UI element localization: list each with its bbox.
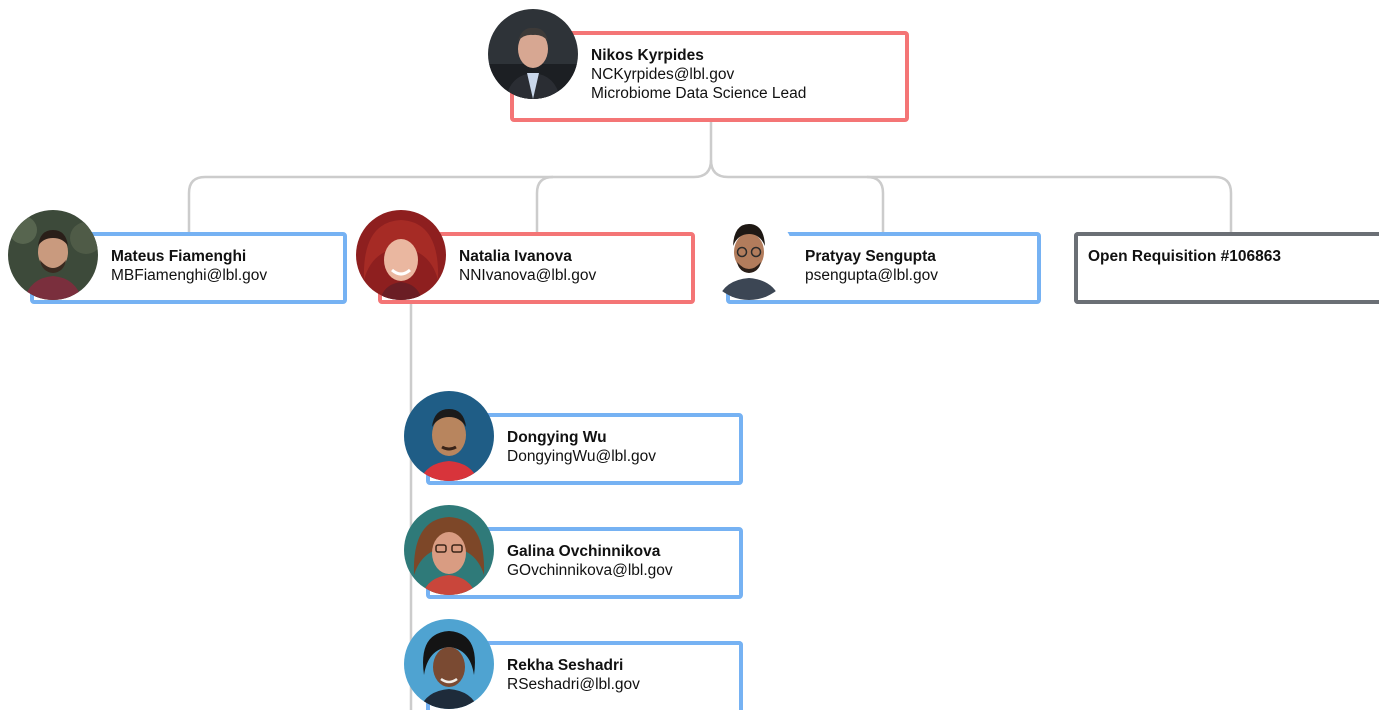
lead-avatar-icon [488,9,578,99]
dongying-avatar-icon [404,391,494,481]
mateus-avatar-icon [8,210,98,300]
lead-title: Microbiome Data Science Lead [591,85,807,102]
report-name: Rekha Seshadri [507,657,624,674]
connector-to-pratyay [866,175,885,234]
report-name: Natalia Ivanova [459,248,572,265]
open-requisition-label: Open Requisition #106863 [1088,248,1281,265]
lead-name: Nikos Kyrpides [591,47,704,64]
connector-to-natalia [535,175,554,234]
lead-email: NCKyrpides@lbl.gov [591,66,735,83]
connector-lead-right [709,159,1233,234]
connector-lead-trunk [187,120,713,234]
report-name: Galina Ovchinnikova [507,543,661,560]
report-email: NNIvanova@lbl.gov [459,267,597,284]
report-email: psengupta@lbl.gov [805,267,938,284]
report-name: Dongying Wu [507,429,607,446]
rekha-avatar-icon [404,619,494,709]
report-email: MBFiamenghi@lbl.gov [111,267,268,284]
pratyay-avatar-icon [704,210,794,300]
natalia-avatar-icon [356,210,446,300]
report-email: RSeshadri@lbl.gov [507,676,640,693]
open-requisition-card[interactable]: Open Requisition #106863 [1074,232,1379,304]
galina-avatar-icon [404,505,494,595]
report-email: DongyingWu@lbl.gov [507,448,656,465]
report-name: Pratyay Sengupta [805,248,936,265]
report-name: Mateus Fiamenghi [111,248,247,265]
report-email: GOvchinnikova@lbl.gov [507,562,673,579]
